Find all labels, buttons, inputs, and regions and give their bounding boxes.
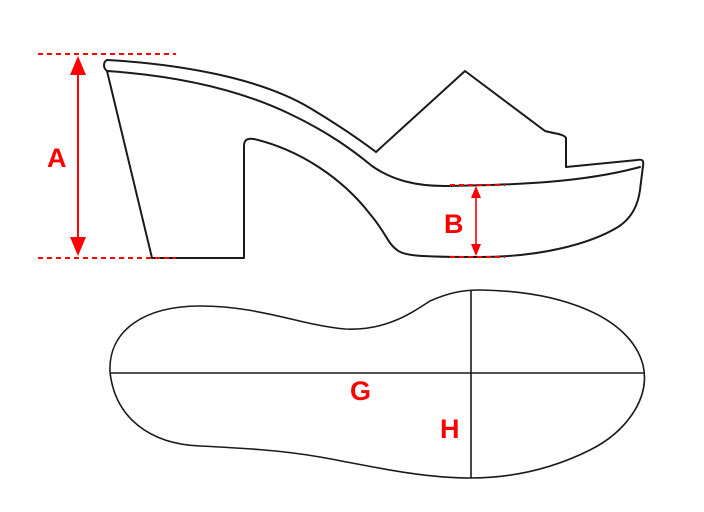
footbed-inner-line [106, 70, 641, 187]
dimension-b-arrow-down-icon [471, 244, 481, 256]
outsole-outline [109, 289, 646, 479]
footbed-top [106, 59, 377, 153]
dimension-a-arrow-up-icon [70, 56, 86, 75]
label-h: H [440, 414, 460, 444]
shoe-side-view [103, 59, 645, 259]
dimension-markers [38, 53, 505, 259]
upper-strap [375, 70, 567, 168]
label-b: B [444, 209, 464, 239]
dimension-b-arrow-up-icon [471, 186, 481, 198]
label-a: A [47, 143, 67, 173]
dimension-a-arrow-down-icon [70, 237, 86, 256]
sole-outline [103, 59, 645, 259]
outsole-top-view [109, 289, 646, 479]
label-g: G [350, 376, 372, 406]
